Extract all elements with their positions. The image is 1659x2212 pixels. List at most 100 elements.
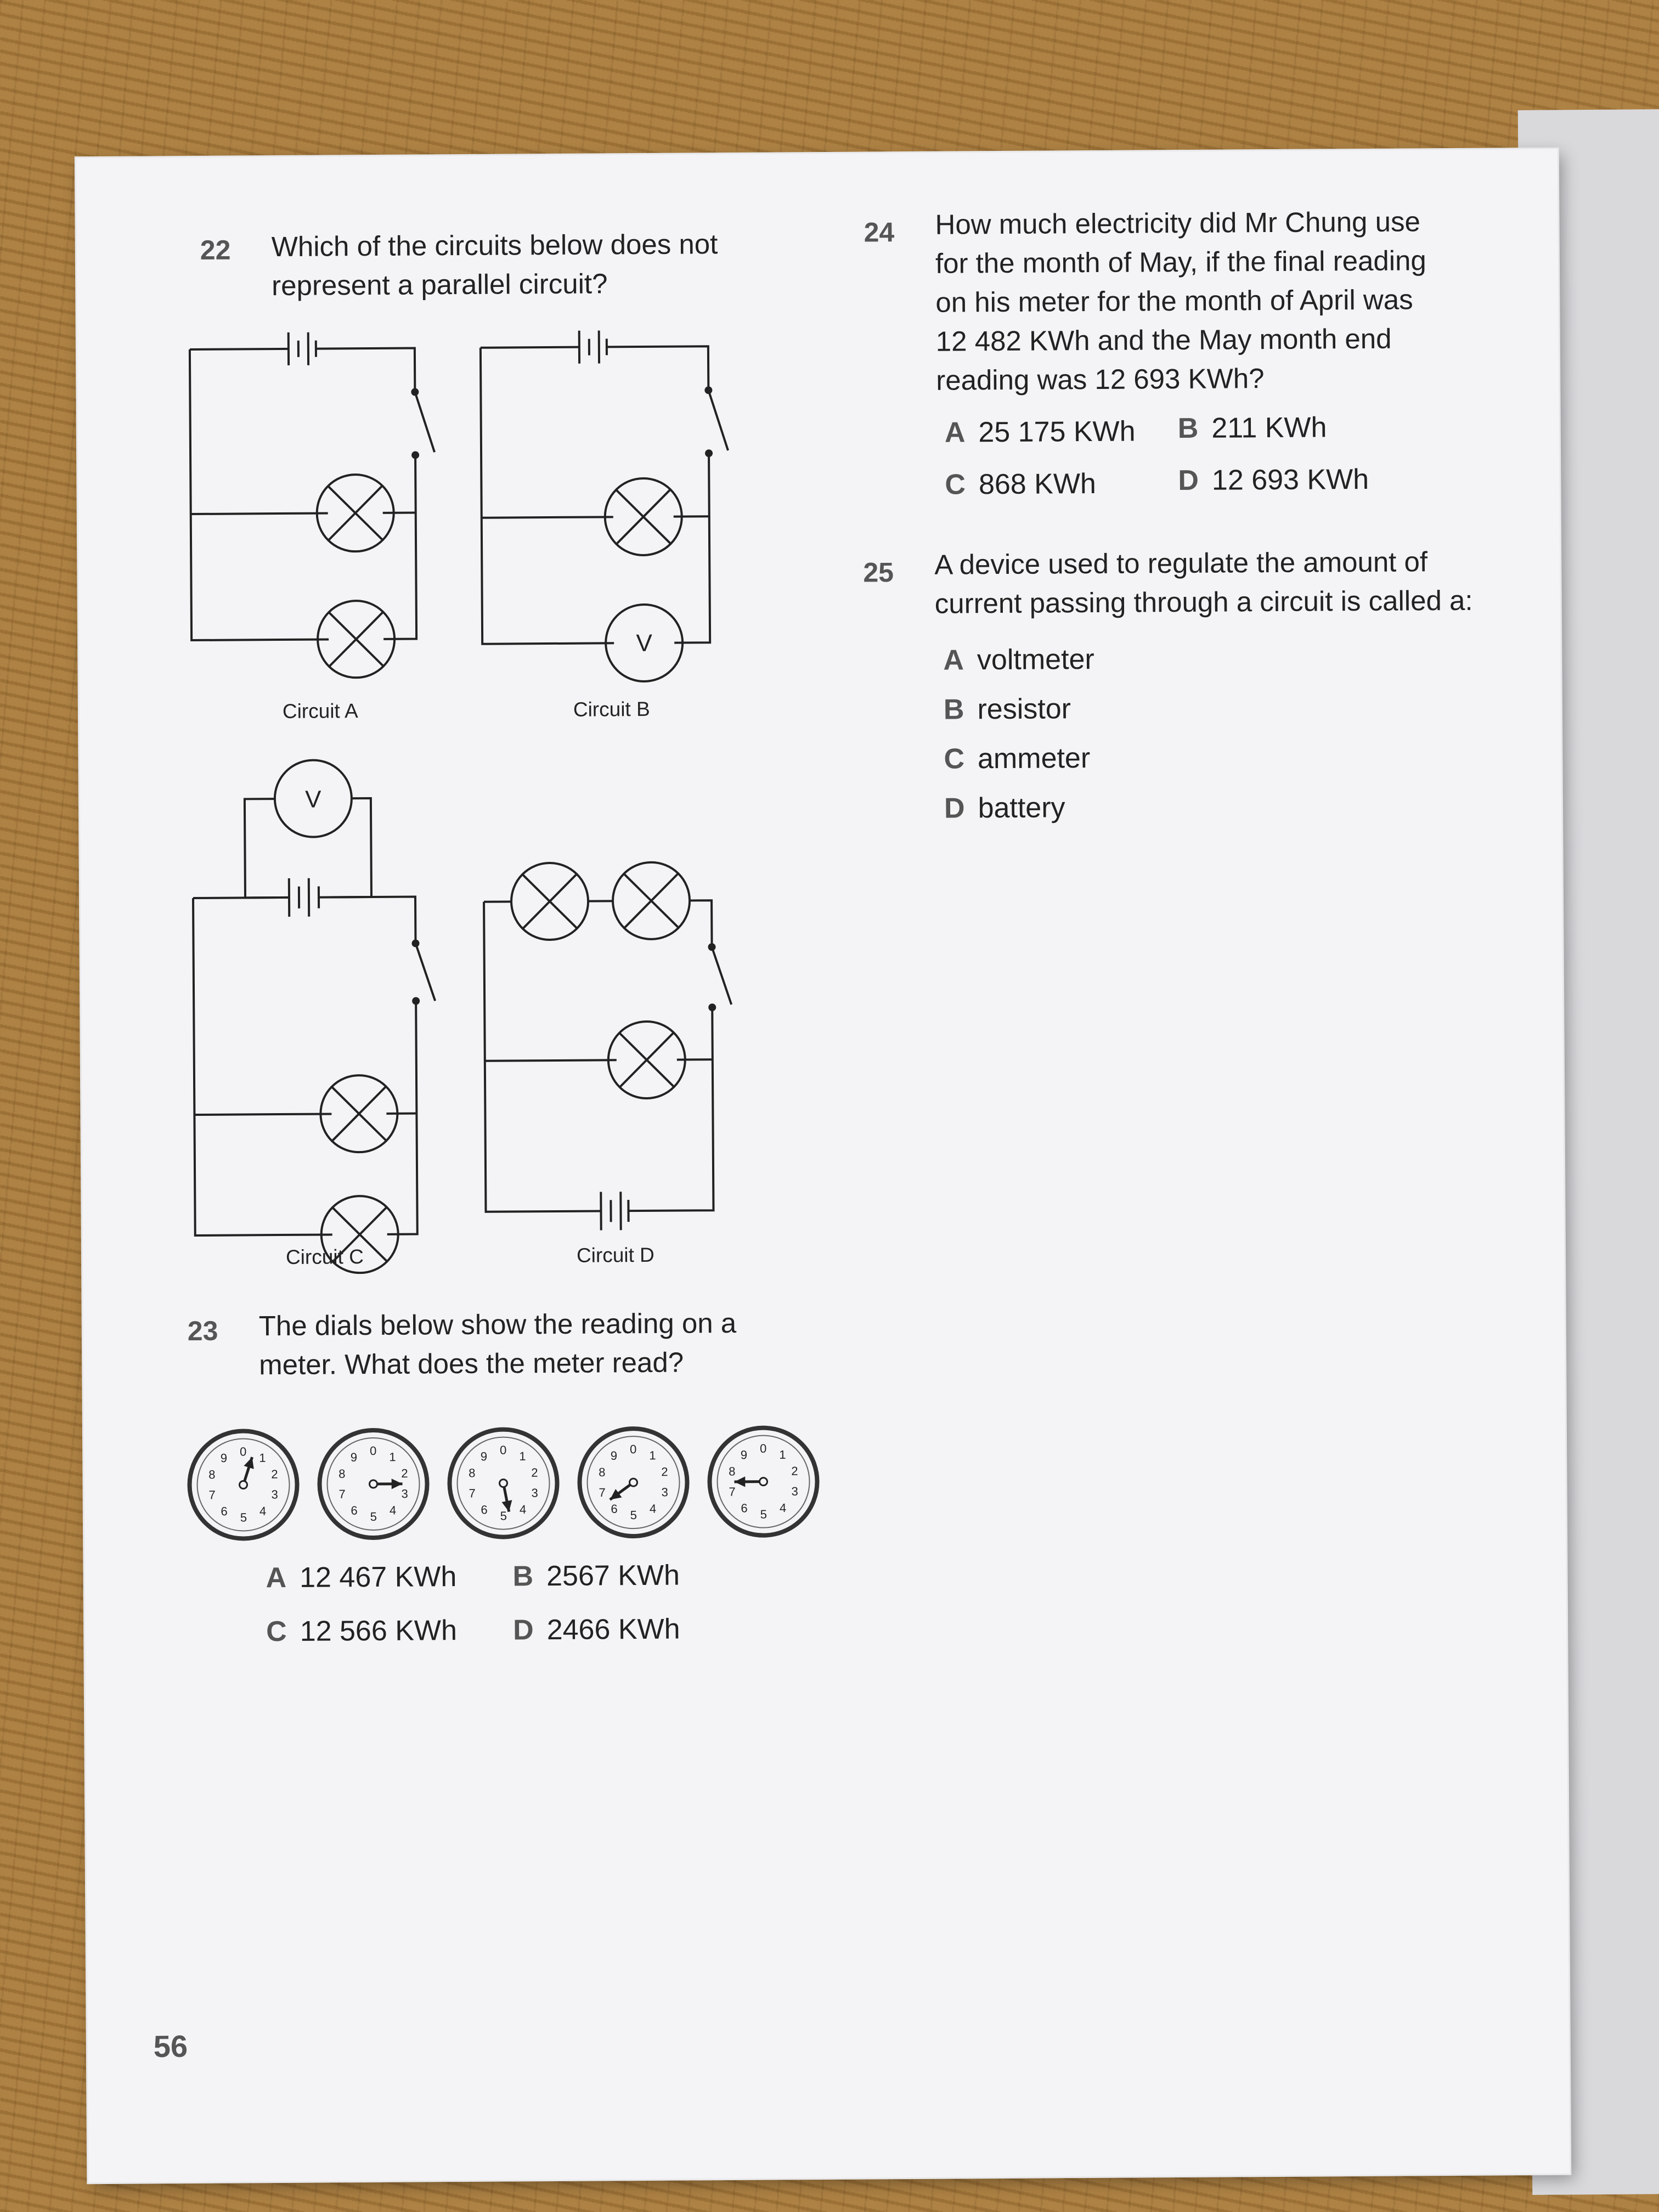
dial-number: 9 bbox=[221, 1451, 227, 1465]
q24-number: 24 bbox=[864, 217, 895, 248]
q24-question: How much electricity did Mr Chung use fo… bbox=[935, 202, 1427, 399]
dial-number: 6 bbox=[741, 1501, 747, 1515]
dial-pointer-head bbox=[610, 1489, 622, 1500]
q24-option-c-text: 868 KWh bbox=[978, 467, 1097, 501]
dial-number: 7 bbox=[338, 1487, 345, 1501]
q25-option-d-letter: D bbox=[944, 792, 965, 825]
page-number: 56 bbox=[153, 2029, 188, 2064]
q25-line-2: current passing through a circuit is cal… bbox=[934, 584, 1473, 619]
dial-number: 3 bbox=[401, 1487, 408, 1500]
q23-line-1: The dials below show the reading on a bbox=[258, 1307, 737, 1342]
dial-number: 6 bbox=[221, 1504, 227, 1518]
dial-number: 7 bbox=[208, 1488, 215, 1502]
dial-number: 6 bbox=[351, 1504, 357, 1517]
q24-line-4: 12 482 KWh and the May month end bbox=[935, 323, 1392, 357]
q23-option-b-letter: B bbox=[512, 1560, 534, 1593]
dial-number: 8 bbox=[599, 1465, 605, 1479]
voltmeter-label-c: V bbox=[305, 786, 321, 813]
q23-line-2: meter. What does the meter read? bbox=[259, 1346, 684, 1381]
dial-number: 7 bbox=[469, 1486, 475, 1500]
dial-number: 8 bbox=[338, 1467, 345, 1481]
q23-option-b[interactable]: B 2567 KWh bbox=[512, 1559, 680, 1593]
q24-option-a-text: 25 175 KWh bbox=[978, 415, 1136, 449]
circuit-b-diagram: V bbox=[479, 330, 729, 682]
dial-number: 5 bbox=[370, 1510, 377, 1523]
q22-number: 22 bbox=[200, 234, 231, 266]
dial-number: 0 bbox=[500, 1443, 506, 1457]
q23-option-b-text: 2567 KWh bbox=[546, 1559, 680, 1593]
dial-number: 4 bbox=[390, 1503, 396, 1517]
dial-number: 5 bbox=[760, 1508, 767, 1521]
q23-number: 23 bbox=[187, 1315, 218, 1347]
dial-number: 0 bbox=[760, 1442, 766, 1455]
q23-option-d[interactable]: D 2466 KWh bbox=[513, 1613, 680, 1647]
q24-line-5: reading was 12 693 KWh? bbox=[936, 363, 1265, 396]
dial-number: 4 bbox=[259, 1504, 266, 1518]
dial-number: 5 bbox=[500, 1509, 507, 1523]
circuit-b-caption: Circuit B bbox=[573, 697, 650, 721]
q23-option-c-text: 12 566 KWh bbox=[300, 1615, 458, 1647]
q25-option-a-letter: A bbox=[943, 644, 964, 676]
q24-line-1: How much electricity did Mr Chung use bbox=[935, 206, 1421, 240]
dial-number: 1 bbox=[259, 1451, 266, 1465]
circuit-d-caption: Circuit D bbox=[576, 1243, 654, 1267]
q23-option-d-letter: D bbox=[512, 1614, 534, 1646]
dial-number: 1 bbox=[779, 1448, 786, 1462]
q25-option-c-letter: C bbox=[944, 743, 965, 775]
dial-number: 0 bbox=[240, 1444, 246, 1458]
dial-number: 4 bbox=[650, 1502, 656, 1515]
dial-number: 8 bbox=[729, 1464, 735, 1478]
circuit-c-caption: Circuit C bbox=[285, 1245, 364, 1268]
dial-pointer-head bbox=[244, 1457, 254, 1469]
q25-option-d-text: battery bbox=[978, 792, 1065, 825]
circuit-a-diagram bbox=[188, 332, 436, 679]
dial-number: 2 bbox=[531, 1466, 538, 1480]
q24-option-c-letter: C bbox=[945, 469, 966, 501]
workbook-page: 22 Which of the circuits below does not … bbox=[76, 149, 1570, 2183]
dial-number: 4 bbox=[780, 1501, 786, 1515]
q24-option-d-letter: D bbox=[1178, 464, 1199, 497]
dial-number: 1 bbox=[389, 1450, 396, 1464]
circuit-d-diagram bbox=[483, 861, 733, 1231]
q22-question: Which of the circuits below does not rep… bbox=[272, 224, 718, 305]
q25-option-a-text: voltmeter bbox=[977, 643, 1094, 676]
dial-number: 3 bbox=[272, 1488, 278, 1502]
q23-option-d-text: 2466 KWh bbox=[546, 1613, 680, 1646]
q25-option-c-text: ammeter bbox=[977, 742, 1091, 775]
q25-number: 25 bbox=[863, 557, 894, 588]
q23-option-a-text: 12 467 KWh bbox=[299, 1561, 457, 1594]
dial-number: 6 bbox=[611, 1502, 617, 1516]
q22-line-2: represent a parallel circuit? bbox=[272, 268, 608, 302]
circuit-a-caption: Circuit A bbox=[282, 699, 358, 723]
dial-number: 5 bbox=[630, 1508, 637, 1522]
q24-option-b-text: 211 KWh bbox=[1211, 411, 1327, 444]
q23-question: The dials below show the reading on a me… bbox=[259, 1304, 737, 1384]
q24-option-c[interactable]: C 868 KWh bbox=[945, 467, 1096, 501]
dial-number: 0 bbox=[370, 1444, 376, 1458]
q25-option-b-letter: B bbox=[943, 693, 964, 726]
dial-number: 9 bbox=[351, 1451, 357, 1464]
q22-line-1: Which of the circuits below does not bbox=[271, 228, 718, 263]
dial-number: 4 bbox=[520, 1503, 526, 1516]
dial-number: 1 bbox=[519, 1449, 526, 1463]
dial-number: 3 bbox=[661, 1485, 668, 1499]
voltmeter-label-b: V bbox=[636, 630, 652, 657]
circuit-c-diagram: V bbox=[191, 759, 437, 1274]
dial-number: 7 bbox=[729, 1485, 735, 1499]
dial-pointer-head bbox=[501, 1500, 512, 1512]
dial-number: 2 bbox=[661, 1465, 668, 1479]
q24-line-3: on his meter for the month of April was bbox=[935, 284, 1413, 318]
